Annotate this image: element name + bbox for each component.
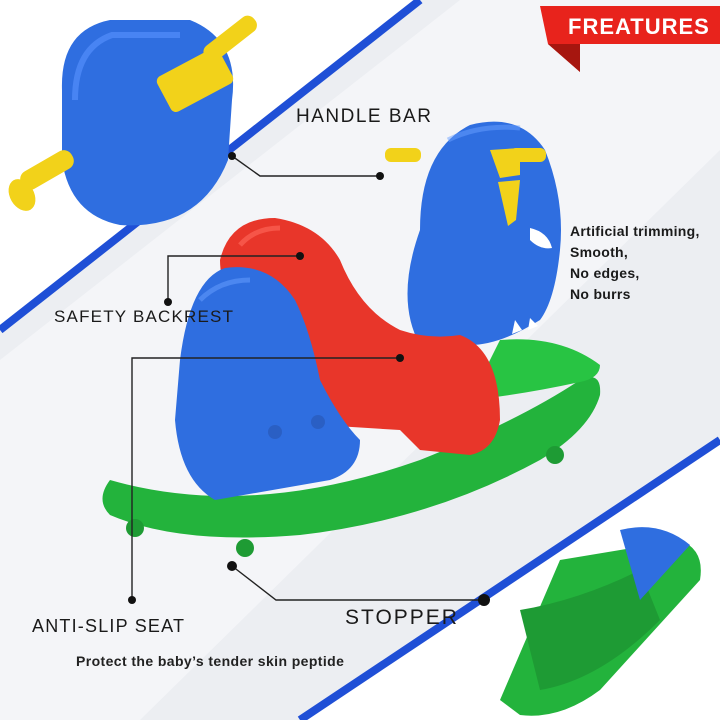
tagline: Protect the baby’s tender skin peptide	[76, 653, 345, 669]
rocking-horse	[102, 121, 601, 557]
blue-rear-body	[175, 267, 360, 500]
base-closeup-inset	[500, 527, 701, 716]
leader-dots	[128, 152, 490, 606]
handle-bar-label: HANDLE BAR	[296, 106, 433, 127]
blue-horse-head	[407, 121, 561, 345]
property-item: No burrs	[570, 286, 631, 302]
property-item: Smooth,	[570, 244, 629, 260]
safety-backrest-label: SAFETY BACKREST	[54, 307, 235, 326]
anti-slip-seat-label: ANTI-SLIP SEAT	[32, 616, 186, 636]
properties-list: Artificial trimming, Smooth, No edges, N…	[570, 221, 700, 305]
stopper-label: STOPPER	[345, 606, 459, 629]
property-item: No edges,	[570, 265, 640, 281]
blue-stripe-bottom	[297, 436, 720, 720]
red-seat	[220, 218, 500, 455]
features-banner	[540, 6, 720, 72]
handle-closeup-inset	[8, 15, 257, 226]
property-item: Artificial trimming,	[570, 223, 700, 239]
features-banner-label: FREATURES	[568, 14, 710, 39]
leader-lines	[131, 155, 484, 601]
